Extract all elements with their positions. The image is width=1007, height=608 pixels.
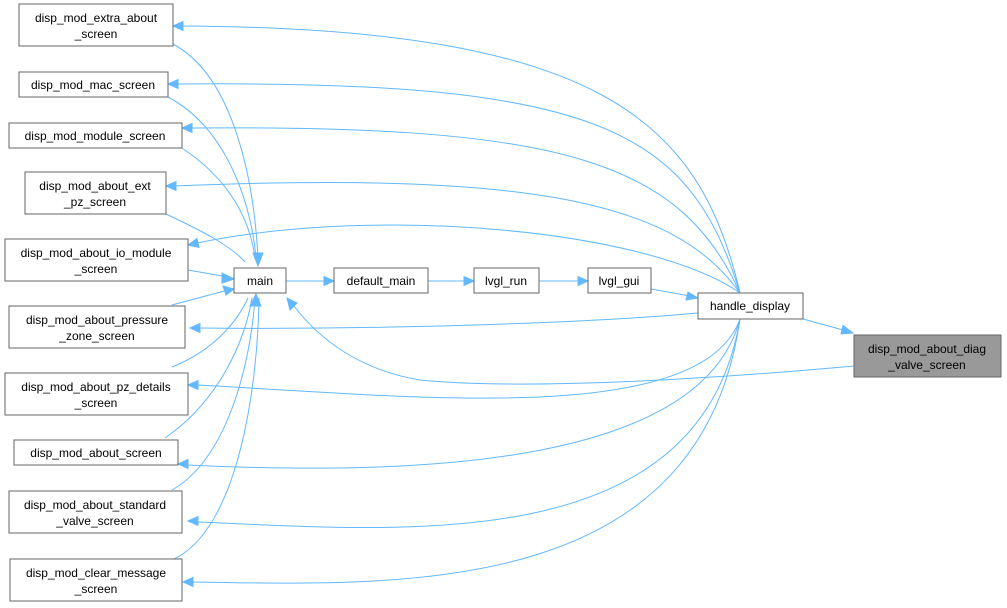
edge-about-to-main [164,297,253,439]
node-lvgl-run[interactable]: lvgl_run [473,267,540,294]
edge-lvgl-gui-to-handle-display [650,288,700,301]
edge-about-standard-valve-to-main [171,297,256,491]
edge-module-to-main [181,147,256,259]
edge-clear-message-to-main [171,297,260,561]
node-label-line: _screen [74,582,118,596]
node-lvgl-gui[interactable]: lvgl_gui [587,267,652,294]
edge-about-pz-details-to-main [171,297,249,368]
edge-handle-display-to-about-ext-pz [164,180,741,294]
edge-lvgl-run-to-lvgl-gui [539,275,590,287]
edge-handle-display-to-clear-message [181,318,741,588]
node-label-line: disp_mod_about_pressure [26,313,168,327]
node-label-line: disp_mod_about_standard [24,498,166,512]
node-label-line: disp_mod_clear_message [26,566,166,580]
node-disp-mod-about-ext-pz-screen[interactable]: disp_mod_about_ext _pz_screen [24,171,167,215]
node-disp-mod-module-screen[interactable]: disp_mod_module_screen [8,122,183,149]
edge-handle-display-to-about-io-module [186,224,741,294]
node-label-line: disp_mod_about_screen [30,446,161,460]
node-label-line: disp_mod_about_diag [868,342,986,356]
edge-handle-display-to-module [180,122,741,294]
node-label-line: _screen [74,27,118,41]
edge-handle-display-to-extra-about [171,20,741,294]
edge-main-to-default-main [286,275,336,287]
node-disp-mod-about-standard-valve-screen[interactable]: disp_mod_about_standard _valve_screen [8,490,183,534]
node-disp-mod-about-diag-valve-screen[interactable]: disp_mod_about_diag _valve_screen [853,334,1002,378]
edge-handle-display-to-about-pressure [188,312,699,334]
node-label-line: _pz_screen [63,195,126,209]
node-label-line: main [247,274,273,288]
node-label-line: disp_mod_about_ext [39,179,151,193]
node-label-line: _zone_screen [58,329,134,343]
node-label-line: disp_mod_extra_about [35,11,158,25]
edge-diag-valve-to-main [286,297,855,385]
node-label-line: default_main [347,274,416,288]
edge-handle-display-to-mac [166,78,741,294]
edge-extra-about-to-main [172,43,259,259]
edge-about-pressure-to-main [171,289,229,306]
node-label-line: disp_mod_module_screen [25,129,166,143]
arrowhead-main-left-bottom [222,285,236,296]
node-label-line: disp_mod_about_pz_details [21,380,170,394]
node-main[interactable]: main [233,267,287,294]
node-disp-mod-extra-about-screen[interactable]: disp_mod_extra_about _screen [18,3,174,47]
node-disp-mod-about-screen[interactable]: disp_mod_about_screen [13,439,179,466]
node-label-line: disp_mod_about_io_module [21,246,172,260]
node-default-main[interactable]: default_main [333,267,429,294]
node-label-line: handle_display [710,299,790,313]
edge-about-ext-pz-to-main [165,213,246,263]
node-disp-mod-about-io-module-screen[interactable]: disp_mod_about_io_module _screen [4,238,189,282]
node-disp-mod-about-pz-details-screen[interactable]: disp_mod_about_pz_details _screen [4,372,189,416]
edge-about-io-module-to-main [187,269,229,278]
arrowhead-main-top [252,252,264,268]
node-label-line: lvgl_run [485,274,527,288]
node-label-line: disp_mod_mac_screen [31,78,155,92]
edge-handle-display-to-diag-valve [802,318,855,335]
node-disp-mod-clear-message-screen[interactable]: disp_mod_clear_message _screen [9,558,183,602]
edge-handle-display-to-about [176,318,741,470]
node-disp-mod-mac-screen[interactable]: disp_mod_mac_screen [18,71,169,98]
edge-handle-display-to-about-pz-details [186,318,741,399]
arrowhead-main-left-top [221,272,236,284]
node-handle-display[interactable]: handle_display [697,292,804,320]
arrowhead-main-bottom [249,292,262,307]
node-label-line: _screen [74,262,118,276]
node-label-line: _screen [74,396,118,410]
edge-mac-to-main [167,96,257,259]
edge-default-main-to-lvgl-run [428,275,476,287]
node-label-line: _valve_screen [55,514,133,528]
node-label-line: _valve_screen [887,358,965,372]
edge-handle-display-to-about-standard-valve [186,318,741,529]
node-disp-mod-about-pressure-zone-screen[interactable]: disp_mod_about_pressure _zone_screen [8,305,186,349]
node-label-line: lvgl_gui [599,274,640,288]
